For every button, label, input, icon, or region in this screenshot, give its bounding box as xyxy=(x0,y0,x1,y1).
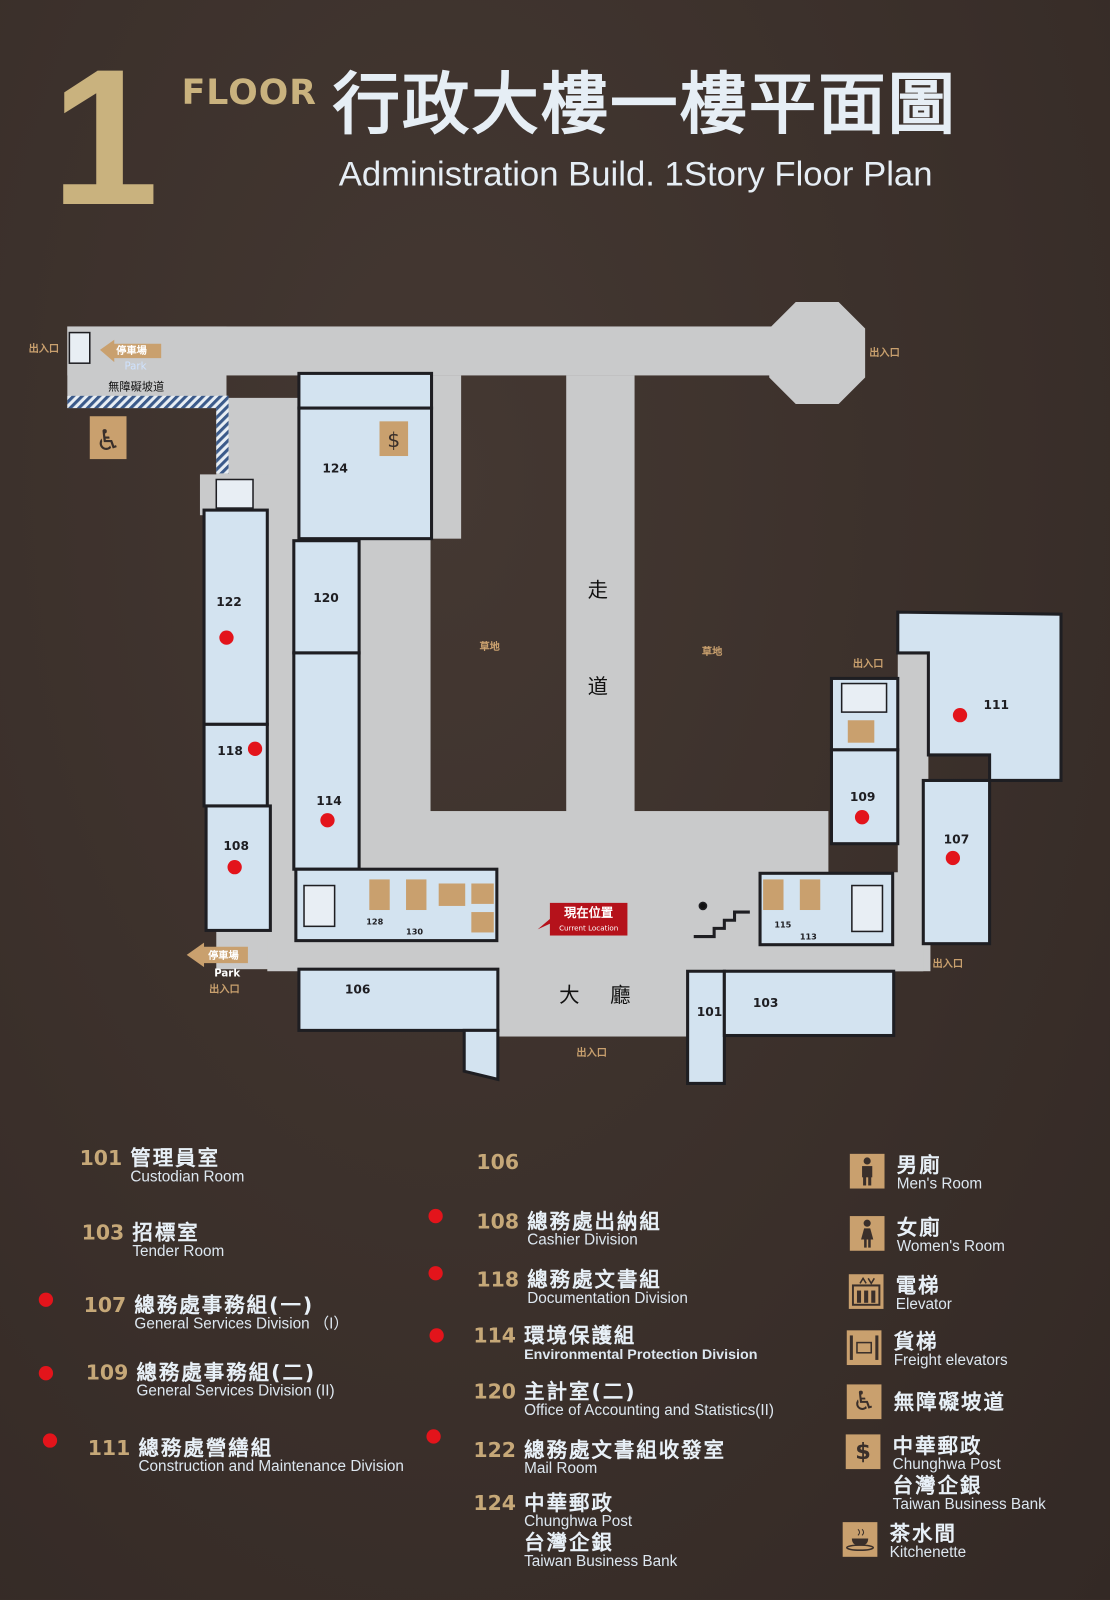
tea-cup-icon xyxy=(842,1522,878,1557)
lobby-label: 大 xyxy=(559,983,579,1007)
room-label: 124 xyxy=(322,461,348,475)
legend-item: 107 總務處事務組(一)General Services Division （… xyxy=(83,1292,349,1333)
corridor-label: 道 xyxy=(588,675,608,699)
mens-room-icon xyxy=(849,1153,885,1189)
room-label: 106 xyxy=(345,983,371,997)
elevator-icon xyxy=(471,883,494,904)
room-label: 108 xyxy=(223,839,249,853)
title-english: Administration Build. 1Story Floor Plan xyxy=(338,155,933,194)
wheelchair-icon: ♿ xyxy=(95,423,121,457)
wheelchair-icon: ♿ xyxy=(846,1384,882,1420)
exit-label: 出入口 xyxy=(869,346,900,359)
corridor-label: 走 xyxy=(588,578,608,602)
ramp-hatch xyxy=(67,395,229,409)
freight-elevator-icon xyxy=(438,883,466,906)
room-label: 107 xyxy=(944,833,970,847)
room-label: 111 xyxy=(983,698,1009,712)
money-bag-icon: $ xyxy=(387,428,400,452)
current-location-marker: 現在位置 Current Location xyxy=(537,902,628,936)
womens-room-icon xyxy=(849,1216,885,1251)
floor-plan-map: $ ♿ 124 120 122 118 108 114 106 101 xyxy=(29,301,1063,1085)
womens-room-icon xyxy=(406,879,427,911)
park-label: Park xyxy=(124,361,146,372)
room-label: 113 xyxy=(800,932,817,942)
tea-cup-icon xyxy=(847,720,875,743)
floor-label: FLOOR xyxy=(181,72,317,114)
marked-dot xyxy=(426,1429,441,1444)
park-label: 停車場 xyxy=(208,949,239,962)
room-label: 101 xyxy=(697,1005,723,1019)
money-bag-icon: $ xyxy=(845,1434,881,1470)
current-location-label: Current Location xyxy=(559,923,618,932)
exit-label: 出入口 xyxy=(209,983,240,996)
marked-room-dots xyxy=(219,630,968,875)
current-location-label: 現在位置 xyxy=(564,905,613,920)
exit-label: 出入口 xyxy=(29,342,60,355)
room-label: 115 xyxy=(774,919,791,929)
marked-dot xyxy=(428,1266,443,1281)
marked-dot xyxy=(38,1366,54,1381)
freight-elevator-icon xyxy=(846,1330,882,1366)
stairs xyxy=(68,331,888,939)
room-label: 118 xyxy=(217,744,243,758)
legend-item: 109 總務處事務組(二)General Services Division (… xyxy=(85,1359,335,1400)
womens-room-icon xyxy=(799,879,821,911)
marked-dot xyxy=(42,1433,58,1448)
park-arrow-icon xyxy=(99,339,162,363)
marked-dot xyxy=(38,1292,54,1307)
map-icons: $ ♿ xyxy=(89,339,875,968)
exit-label: 出入口 xyxy=(853,657,884,670)
room-label: 128 xyxy=(366,916,383,926)
mens-room-icon xyxy=(763,879,784,911)
park-arrow-icon xyxy=(186,942,248,968)
legend-item: 120 主計室(二)Office of Accounting and Stati… xyxy=(473,1379,774,1420)
park-label: Park xyxy=(214,968,240,979)
room-label: 120 xyxy=(313,591,339,605)
lobby-label: 廳 xyxy=(610,983,630,1007)
room-label: 103 xyxy=(753,996,779,1010)
money-bag-icon xyxy=(379,421,409,457)
exit-label: 出入口 xyxy=(576,1046,607,1059)
room-label: 114 xyxy=(316,794,342,808)
marked-dot xyxy=(429,1328,444,1343)
title-chinese: 行政大樓一樓平面圖 xyxy=(332,65,957,144)
wheelchair-icon xyxy=(89,416,127,460)
park-label: 停車場 xyxy=(116,344,147,357)
floor-number: 1 xyxy=(51,29,159,246)
room-label: 109 xyxy=(850,790,876,804)
exit-label: 出入口 xyxy=(932,957,963,970)
grass-label: 草地 xyxy=(479,640,500,653)
mens-room-icon xyxy=(369,879,390,911)
facility-item: ♿ 無障礙坡道 xyxy=(846,1384,1006,1420)
room-label: 130 xyxy=(406,927,423,937)
ramp-label: 無障礙坡道 xyxy=(108,380,164,394)
grass-label: 草地 xyxy=(702,645,723,658)
elevator-icon xyxy=(471,912,494,933)
elevator-icon xyxy=(848,1274,884,1309)
room-label: 122 xyxy=(216,595,242,609)
ramp-hatch xyxy=(216,395,229,474)
marked-dot xyxy=(428,1208,443,1224)
legend-item: 106 xyxy=(476,1149,520,1175)
